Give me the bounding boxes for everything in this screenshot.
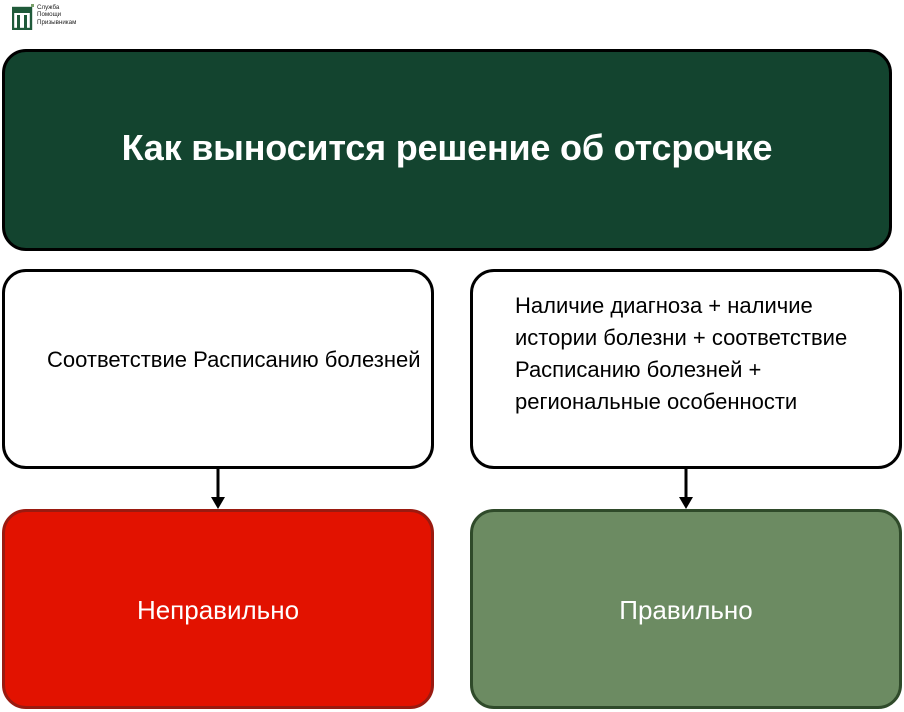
logo-icon [12,4,34,30]
right-criteria-box: Наличие диагноза + наличие истории болез… [470,269,902,469]
arrow-down-icon [211,469,225,509]
title-box: Как выносится решение об отсрочке [2,49,892,251]
result-wrong-box: Неправильно [2,509,434,709]
left-criteria-box: Соответствие Расписанию болезней [2,269,434,469]
logo-text: Служба Помощи Призывникам [37,4,77,26]
page-title: Как выносится решение об отсрочке [121,127,773,168]
result-right-label: Правильно [619,594,753,625]
result-right-box: Правильно [470,509,902,709]
left-criteria-text: Соответствие Расписанию болезней [47,347,421,372]
result-wrong-label: Неправильно [136,594,300,625]
logo: Служба Помощи Призывникам [12,4,102,30]
arrow-down-icon [679,469,693,509]
right-criteria-text: Наличие диагноза + наличие истории болез… [515,293,848,414]
